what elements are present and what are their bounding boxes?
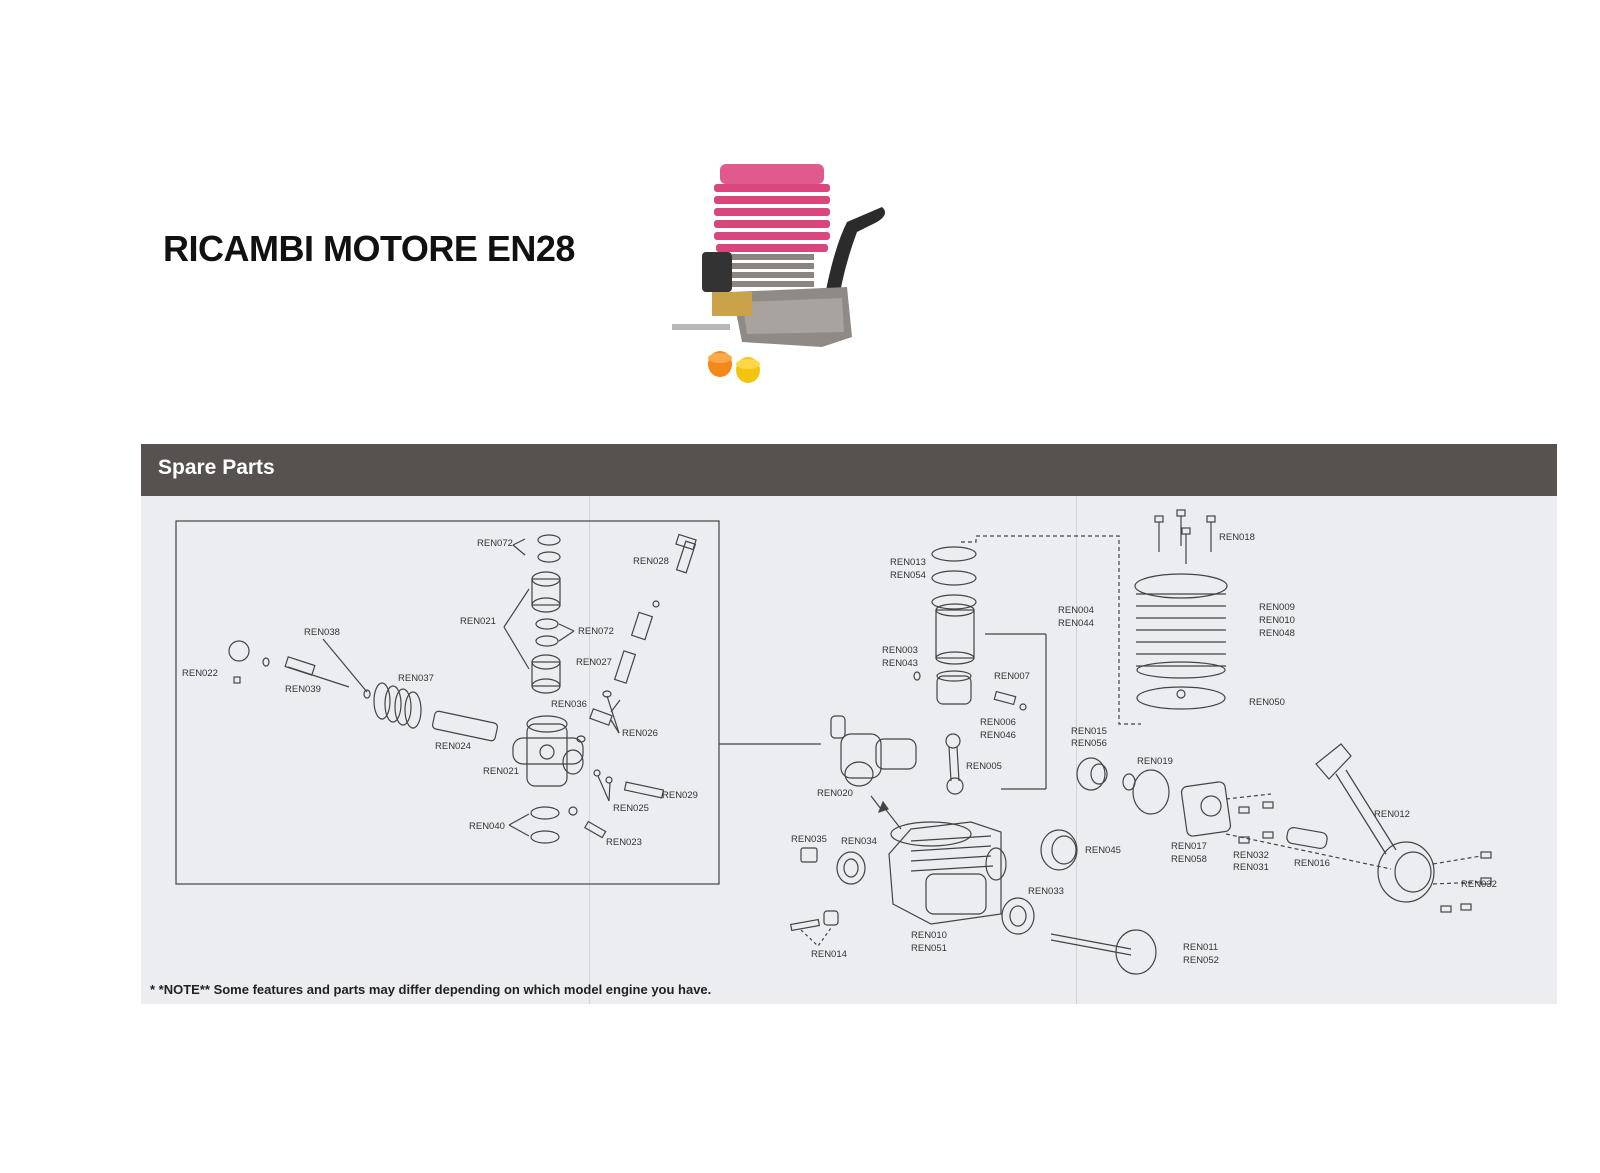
label-ren010a: REN010 (1259, 615, 1295, 626)
label-ren036: REN036 (551, 699, 587, 710)
label-ren017: REN017 (1171, 841, 1207, 852)
label-ren021a: REN021 (460, 616, 496, 627)
label-ren045: REN045 (1085, 845, 1121, 856)
label-ren024: REN024 (435, 741, 471, 752)
label-ren020: REN020 (817, 788, 853, 799)
label-ren035: REN035 (791, 834, 827, 845)
label-ren043: REN043 (882, 658, 918, 669)
label-ren072b: REN072 (578, 626, 614, 637)
label-ren028: REN028 (633, 556, 669, 567)
engine-photo (672, 164, 886, 383)
label-ren044: REN044 (1058, 618, 1094, 629)
label-ren025: REN025 (613, 803, 649, 814)
carburetor-detail-box (175, 520, 720, 885)
label-ren011: REN011 (1183, 942, 1218, 953)
spare-parts-sheet: REN072 REN028 REN021 REN072 REN027 REN03… (141, 444, 1557, 1004)
sheet-title: Spare Parts (158, 456, 275, 479)
label-ren056: REN056 (1071, 738, 1107, 749)
label-ren021b: REN021 (483, 766, 519, 777)
label-ren046: REN046 (980, 730, 1016, 741)
label-ren031: REN031 (1233, 862, 1269, 873)
label-ren032a: REN032 (1233, 850, 1269, 861)
label-ren004: REN004 (1058, 605, 1094, 616)
label-ren034: REN034 (841, 836, 877, 847)
label-ren052: REN052 (1183, 955, 1219, 966)
label-ren005: REN005 (966, 761, 1002, 772)
page-title: RICAMBI MOTORE EN28 (163, 228, 575, 269)
label-ren027: REN027 (576, 657, 612, 668)
label-ren032b: REN032 (1461, 879, 1497, 890)
label-ren026: REN026 (622, 728, 658, 739)
label-ren014: REN014 (811, 949, 847, 960)
label-ren006: REN006 (980, 717, 1016, 728)
label-ren023: REN023 (606, 837, 642, 848)
label-ren050: REN050 (1249, 697, 1285, 708)
label-ren037: REN037 (398, 673, 434, 684)
label-ren058: REN058 (1171, 854, 1207, 865)
label-ren009: REN009 (1259, 602, 1295, 613)
label-ren003: REN003 (882, 645, 918, 656)
exploded-parts-diagram: REN072 REN028 REN021 REN072 REN027 REN03… (175, 509, 1497, 975)
label-ren018: REN018 (1219, 532, 1255, 543)
label-ren016: REN016 (1294, 858, 1330, 869)
label-ren015: REN015 (1071, 726, 1107, 737)
label-ren019: REN019 (1137, 756, 1173, 767)
label-ren013: REN013 (890, 557, 926, 568)
label-ren007: REN007 (994, 671, 1030, 682)
label-ren033: REN033 (1028, 886, 1064, 897)
label-ren012: REN012 (1374, 809, 1410, 820)
label-ren022: REN022 (182, 668, 218, 679)
label-ren048: REN048 (1259, 628, 1295, 639)
label-ren010b: REN010 (911, 930, 947, 941)
label-ren039: REN039 (285, 684, 321, 695)
label-ren040: REN040 (469, 821, 505, 832)
label-ren051: REN051 (911, 943, 947, 954)
label-ren029: REN029 (662, 790, 698, 801)
model-note: * *NOTE** Some features and parts may di… (150, 982, 712, 997)
sheet-header: Spare Parts (141, 444, 1557, 496)
label-ren072a: REN072 (477, 538, 513, 549)
label-ren054: REN054 (890, 570, 926, 581)
label-ren038: REN038 (304, 627, 340, 638)
